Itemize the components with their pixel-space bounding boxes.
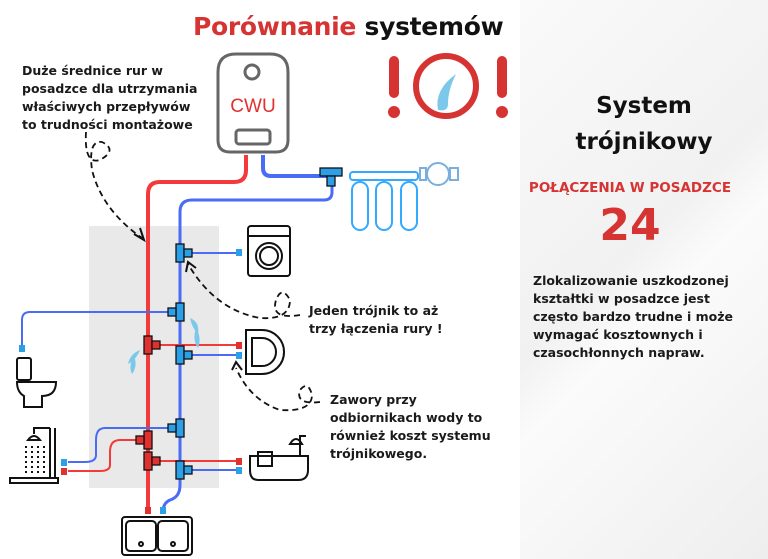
description-line: kształtki w posadzce jest: [533, 291, 710, 306]
arrow-pipes: [84, 131, 143, 239]
valve-basin-hot: [236, 342, 242, 349]
water-meter-icon: [419, 162, 459, 186]
tee-cold-shower: [167, 418, 185, 438]
arrow-valves: [235, 367, 321, 412]
note-line: Jeden trójnik to aż: [309, 303, 439, 318]
cold-main-pipe: [161, 176, 334, 513]
valve-toilet: [19, 345, 25, 352]
system-title-line: trójnikowy: [575, 129, 713, 155]
description-line: często bardzo trudne i może: [533, 309, 733, 324]
valve-basin-cold: [236, 352, 242, 359]
description-line: czasochłonnych napraw.: [533, 345, 705, 360]
right-panel: [520, 0, 768, 559]
description-line: wymagać kosztownych i: [533, 327, 703, 342]
branch-shower-hot: [68, 439, 143, 472]
note-valves: Zawory przy odbiornikach wody to również…: [330, 391, 491, 463]
tee-cold-toilet: [167, 302, 185, 322]
note-line: trójnikowego.: [330, 446, 428, 461]
note-pipe-diameters: Duże średnice rur w posadzce dla utrzyma…: [22, 62, 197, 134]
note-tee-connections: Jeden trójnik to aż trzy łączenia rury !: [309, 302, 443, 338]
floor-slab: [89, 226, 219, 488]
connections-label: POŁĄCZENIA W POSADZCE: [528, 180, 732, 196]
annotation-arrows: [84, 131, 321, 412]
warning-leak-icon: [388, 53, 508, 119]
bathtub-icon: [249, 435, 309, 481]
note-line: również koszt systemu: [330, 428, 491, 443]
system-title-line: System: [596, 93, 692, 119]
branch-shower-cold: [68, 427, 175, 463]
tee-cold-basin: [175, 345, 193, 365]
tee-hot-basin: [143, 335, 161, 355]
note-line: odbiornikach wody to: [330, 410, 483, 425]
tee-cold-bath: [175, 460, 193, 480]
system-title: System trójnikowy: [520, 88, 768, 160]
valve-shower-hot: [61, 468, 67, 475]
note-line: to trudności montażowe: [22, 117, 193, 132]
connections-count: 24: [599, 200, 661, 251]
system-description: Zlokalizowanie uszkodzonej kształtki w p…: [533, 272, 763, 362]
note-line: właściwych przepływów: [22, 99, 191, 114]
tee-hot-shower: [135, 430, 153, 450]
tee-cold-washer: [175, 243, 193, 263]
valves: [19, 249, 242, 514]
page-title: Porównanie systemów: [193, 12, 504, 41]
water-filter-icon: [349, 171, 419, 231]
note-line: posadzce dla utrzymania: [22, 81, 198, 96]
leak-drops-icon: [128, 318, 200, 374]
valve-bath-cold: [236, 467, 242, 474]
cold-inlet-pipe: [261, 155, 330, 178]
kitchen-sink-icon: [121, 516, 193, 556]
shower-icon: [9, 427, 59, 484]
valve-sink-cold: [160, 507, 166, 514]
tees: [135, 167, 343, 480]
branch-toilet: [21, 311, 175, 345]
description-line: Zlokalizowanie uszkodzonej: [533, 273, 729, 288]
arrowheads: [133, 227, 243, 371]
washbasin-icon: [245, 329, 285, 375]
hot-main-pipe: [146, 155, 248, 512]
tee-hot-bath: [143, 451, 161, 471]
title-part2: systemów: [364, 12, 504, 41]
title-part1: Porównanie: [193, 12, 357, 41]
water-heater-icon: [216, 52, 290, 154]
valve-bath-hot: [236, 458, 242, 465]
valve-sink-hot: [145, 507, 151, 514]
heater-label: CWU: [230, 96, 275, 117]
note-line: Zawory przy: [330, 392, 417, 407]
arrow-tee: [187, 263, 301, 320]
valve-shower-cold: [61, 459, 67, 466]
valve-washer: [236, 249, 242, 256]
tee-cold-inlet: [319, 167, 343, 187]
note-line: trzy łączenia rury !: [309, 321, 443, 336]
washing-machine-icon: [247, 225, 291, 277]
toilet-icon: [15, 357, 58, 408]
note-line: Duże średnice rur w: [22, 63, 163, 78]
